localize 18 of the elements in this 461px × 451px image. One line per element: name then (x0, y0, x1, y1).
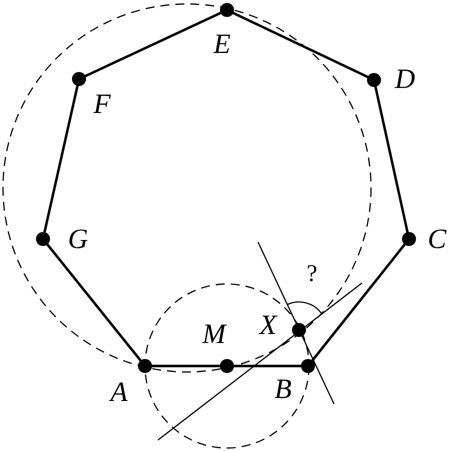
polygon-side (310, 242, 406, 362)
point-label: G (68, 226, 88, 254)
polygon-side (232, 11, 370, 79)
point-label: B (274, 376, 292, 404)
polygon-side (233, 364, 302, 368)
polygon-side (46, 242, 142, 362)
point-label: F (93, 91, 111, 119)
point-label: D (394, 66, 416, 94)
point-label: E (213, 31, 231, 59)
point-label: M (202, 321, 226, 349)
polygon-side (374, 86, 409, 234)
point-label: A (110, 379, 128, 407)
point-label: X (259, 312, 277, 340)
polygon-side (84, 11, 222, 78)
angle-label: ? (306, 262, 318, 286)
polygon-side (151, 364, 221, 368)
polygon-side (43, 84, 79, 234)
point-label: C (428, 226, 446, 254)
